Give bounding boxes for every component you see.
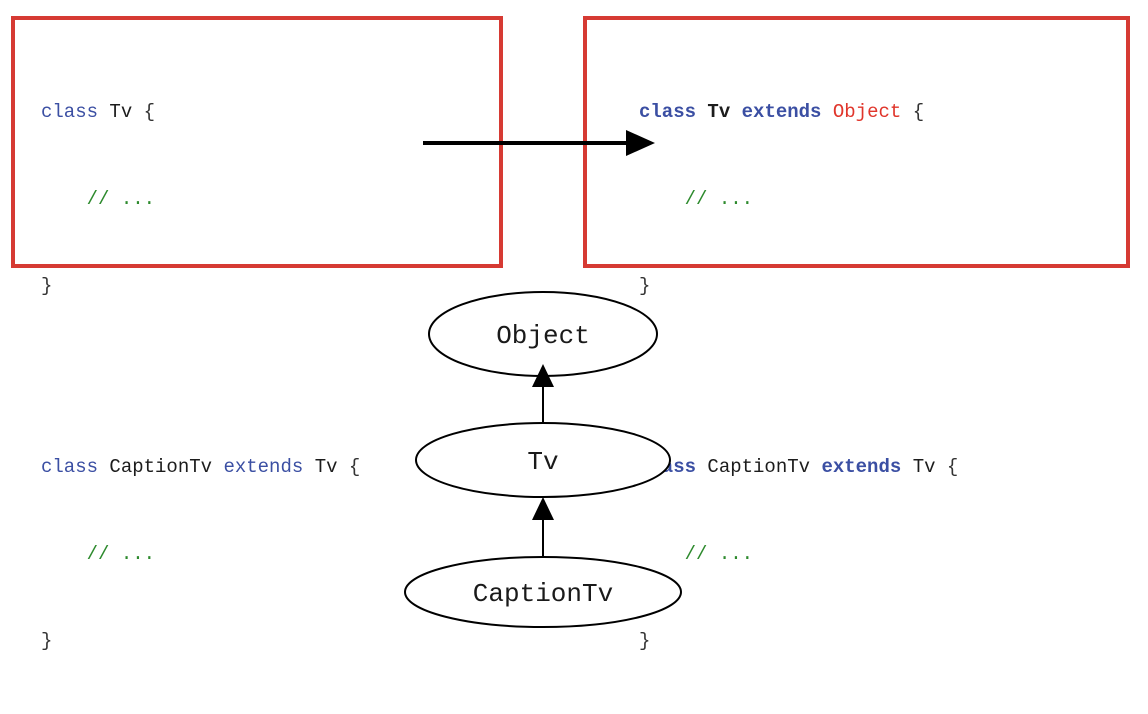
class-name: CaptionTv xyxy=(109,456,213,478)
brace: { xyxy=(348,456,361,478)
comment: // ... xyxy=(86,188,156,210)
class-name: Tv xyxy=(109,101,133,123)
keyword: class xyxy=(41,456,99,478)
node-tv-label: Tv xyxy=(527,447,558,477)
keyword-extends: extends xyxy=(821,456,902,478)
comment: // ... xyxy=(86,543,156,565)
node-captiontv-label: CaptionTv xyxy=(473,579,613,609)
keyword-extends: extends xyxy=(741,101,822,123)
edge-tv-to-object xyxy=(532,364,554,423)
keyword: class xyxy=(639,101,697,123)
brace: } xyxy=(639,275,651,297)
code-line: // ... xyxy=(639,540,958,569)
original-code-box: class Tv { // ... } class CaptionTv exte… xyxy=(11,16,503,652)
compiled-code-box: class Tv extends Object { // ... } class… xyxy=(583,16,1130,652)
brace: } xyxy=(41,630,53,652)
code-line: class Tv extends Object { xyxy=(639,98,958,127)
code-line: class Tv { xyxy=(41,98,360,127)
object-class-name: Object xyxy=(832,101,902,123)
blank-line xyxy=(41,359,360,395)
code-line: } xyxy=(639,627,958,656)
node-object-shape xyxy=(428,291,658,377)
code-line: } xyxy=(41,627,360,656)
parent-class-name: Tv xyxy=(314,456,338,478)
brace: } xyxy=(41,275,53,297)
edge-captiontv-to-tv-arrowhead xyxy=(532,497,554,520)
code-line: class CaptionTv extends Tv { xyxy=(41,453,360,482)
keyword-extends: extends xyxy=(223,456,304,478)
code-line: class CaptionTv extends Tv { xyxy=(639,453,958,482)
code-line: // ... xyxy=(41,185,360,214)
blank-line xyxy=(639,359,958,395)
code-line: // ... xyxy=(41,540,360,569)
class-name: Tv xyxy=(707,101,731,123)
brace: { xyxy=(912,101,925,123)
parent-class-name: Tv xyxy=(912,456,936,478)
compiled-code: class Tv extends Object { // ... } class… xyxy=(639,40,958,714)
comment: // ... xyxy=(684,188,754,210)
edge-captiontv-to-tv xyxy=(532,497,554,557)
brace: { xyxy=(143,101,156,123)
code-line: // ... xyxy=(639,185,958,214)
keyword: class xyxy=(41,101,99,123)
original-code: class Tv { // ... } class CaptionTv exte… xyxy=(41,40,360,714)
brace: { xyxy=(946,456,959,478)
node-object-label: Object xyxy=(496,321,590,351)
brace: } xyxy=(639,630,651,652)
code-line: } xyxy=(639,272,958,301)
comment: // ... xyxy=(684,543,754,565)
node-tv: Tv xyxy=(415,422,671,498)
edge-tv-to-object-arrowhead xyxy=(532,364,554,387)
keyword: class xyxy=(639,456,697,478)
node-tv-shape xyxy=(415,422,671,498)
node-object: Object xyxy=(428,291,658,377)
class-name: CaptionTv xyxy=(707,456,811,478)
code-line: } xyxy=(41,272,360,301)
